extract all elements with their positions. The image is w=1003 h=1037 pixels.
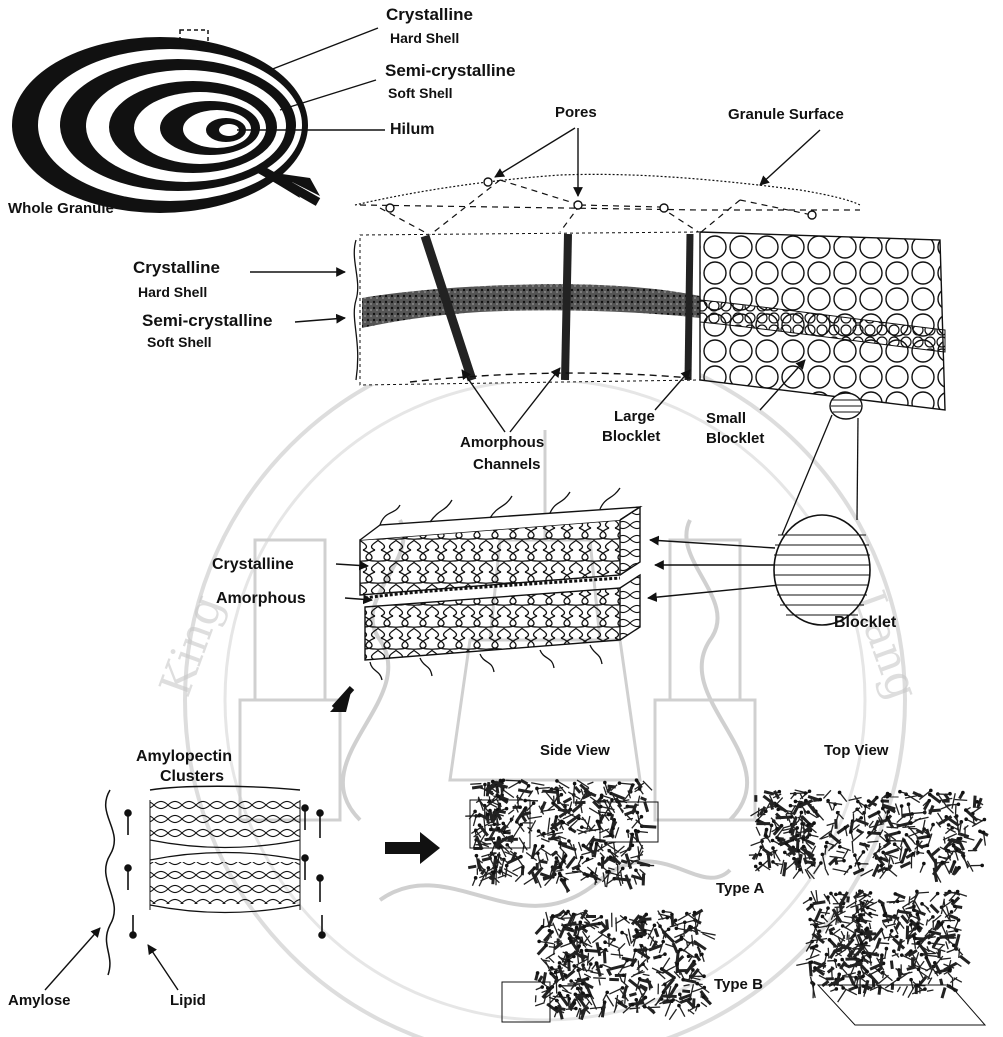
amylopectin-clusters bbox=[106, 786, 325, 975]
label-top-view: Top View bbox=[824, 742, 888, 760]
label-crystalline-top: Crystalline bbox=[386, 6, 473, 24]
label-crystalline-layer: Crystalline bbox=[212, 556, 294, 574]
label-side-view: Side View bbox=[540, 742, 610, 760]
label-whole-granule: Whole Granule bbox=[8, 200, 114, 218]
label-blocklet: Blocklet bbox=[834, 614, 896, 632]
label-large-blocklet-1: Large bbox=[614, 408, 655, 426]
label-hard-shell-top: Hard Shell bbox=[390, 29, 459, 47]
label-crystalline-mid: Crystalline bbox=[133, 259, 220, 277]
label-type-a: Type A bbox=[716, 880, 764, 898]
label-amylose: Amylose bbox=[8, 992, 71, 1010]
label-hard-shell-mid: Hard Shell bbox=[138, 283, 207, 301]
crystalline-amorphous-lamellae bbox=[360, 488, 640, 680]
blocklet-sphere bbox=[774, 515, 870, 625]
label-amorphous-channels-2: Channels bbox=[473, 456, 541, 474]
label-amylopectin-1: Amylopectin bbox=[136, 748, 232, 766]
label-hilum: Hilum bbox=[390, 121, 434, 139]
label-amorphous-channels-1: Amorphous bbox=[460, 434, 544, 452]
label-type-b: Type B bbox=[714, 976, 763, 994]
label-soft-shell-mid: Soft Shell bbox=[147, 333, 212, 351]
label-pores: Pores bbox=[555, 104, 597, 122]
granule-cross-section bbox=[354, 232, 945, 419]
label-soft-shell-top: Soft Shell bbox=[388, 84, 453, 102]
label-large-blocklet-2: Blocklet bbox=[602, 428, 660, 446]
label-granule-surface: Granule Surface bbox=[728, 106, 844, 124]
whole-granule-rings bbox=[12, 30, 308, 213]
label-small-blocklet-1: Small bbox=[706, 410, 746, 428]
label-amylopectin-2: Clusters bbox=[160, 768, 224, 786]
label-small-blocklet-2: Blocklet bbox=[706, 430, 764, 448]
label-semi-crystalline-top: Semi-crystalline bbox=[385, 62, 515, 80]
label-lipid: Lipid bbox=[170, 992, 206, 1010]
label-amorphous-layer: Amorphous bbox=[216, 590, 306, 608]
label-semi-crystalline-mid: Semi-crystalline bbox=[142, 312, 272, 330]
